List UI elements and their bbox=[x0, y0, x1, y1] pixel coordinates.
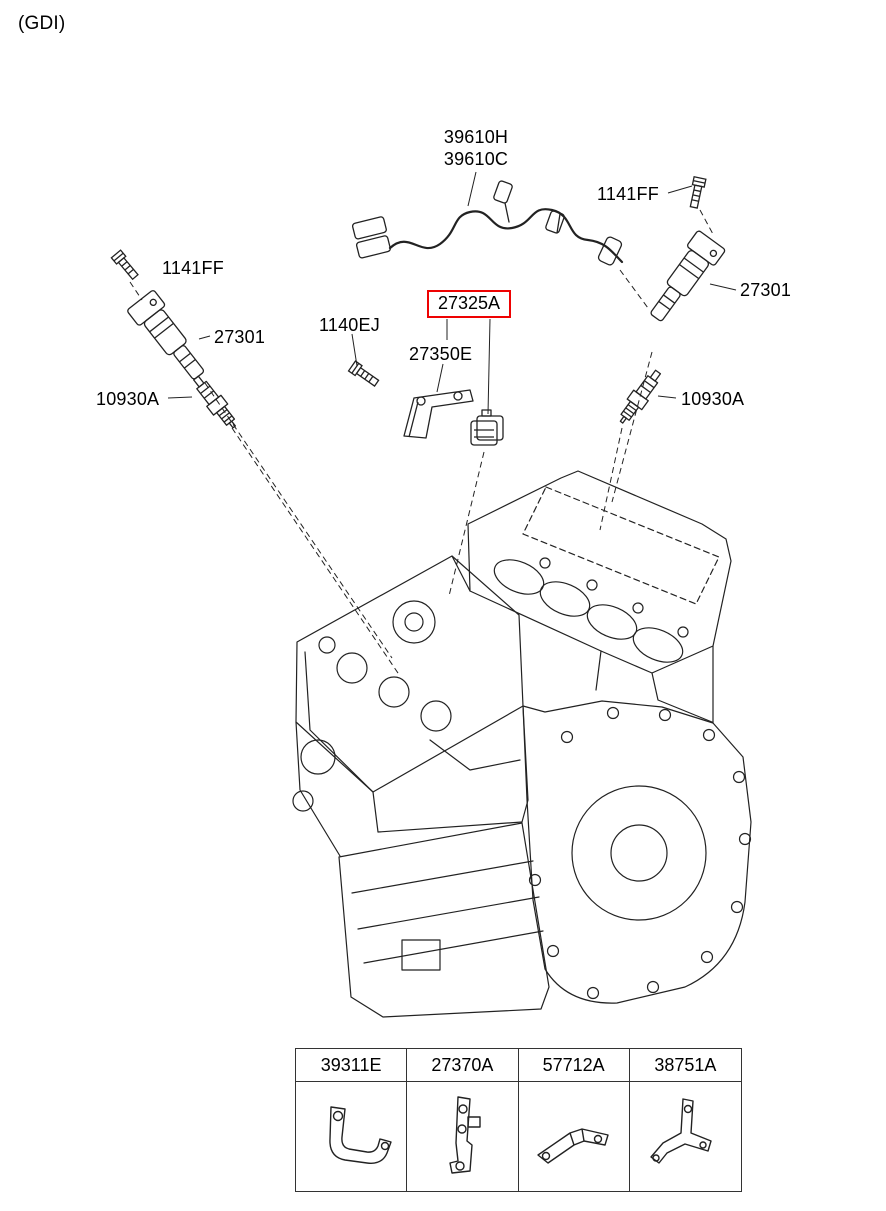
parts-table-header-27370A[interactable]: 27370A bbox=[407, 1049, 519, 1082]
condenser-art bbox=[470, 409, 504, 446]
engine-block-art bbox=[292, 470, 752, 1018]
leader-lines-dashed bbox=[129, 209, 715, 677]
curved-bracket-icon bbox=[329, 1105, 392, 1164]
callout-condenser-label: 27325A bbox=[438, 293, 501, 313]
parts-table-cell-38751A[interactable] bbox=[630, 1082, 741, 1191]
callout-spark-plug-left[interactable]: 10930A bbox=[96, 389, 160, 409]
callout-spark-plug-right[interactable]: 10930A bbox=[681, 389, 745, 409]
callout-ignition-coil-left[interactable]: 27301 bbox=[214, 327, 266, 347]
stamped-bracket-icon bbox=[536, 1127, 609, 1164]
spark-plug-right-art bbox=[613, 366, 666, 429]
callout-harness[interactable]: 39610H 39610C bbox=[444, 126, 508, 170]
tall-bracket-icon bbox=[449, 1095, 482, 1174]
variant-label: (GDI) bbox=[18, 13, 66, 34]
parts-table-header-57712A[interactable]: 57712A bbox=[518, 1049, 630, 1082]
coil-bracket-art bbox=[403, 389, 474, 439]
ignition-coil-right-art bbox=[641, 229, 727, 329]
callout-harness-line2: 39610C bbox=[443, 149, 509, 169]
callout-bolt-bracket[interactable]: 1140EJ bbox=[319, 315, 380, 335]
callout-ignition-coil-right[interactable]: 27301 bbox=[740, 280, 792, 300]
parts-table-cell-39311E[interactable] bbox=[296, 1082, 408, 1191]
parts-table-cell-27370A[interactable] bbox=[407, 1082, 519, 1191]
angle-bracket-icon bbox=[650, 1097, 713, 1164]
bolt-left-art bbox=[110, 249, 141, 282]
callout-bolt-right[interactable]: 1141FF bbox=[597, 184, 659, 204]
bolt-bracket-art bbox=[347, 360, 381, 389]
leader-lines-solid bbox=[167, 171, 737, 415]
callout-bolt-left[interactable]: 1141FF bbox=[162, 258, 224, 278]
callout-coil-bracket[interactable]: 27350E bbox=[409, 344, 473, 364]
bolt-right-art bbox=[687, 176, 707, 210]
ignition-coil-left-art bbox=[125, 288, 214, 387]
parts-table-cell-57712A[interactable] bbox=[519, 1082, 630, 1191]
parts-table: 39311E 27370A 57712A 38751A bbox=[295, 1048, 742, 1192]
spark-plug-left-art bbox=[188, 371, 242, 434]
parts-table-header-38751A[interactable]: 38751A bbox=[629, 1049, 741, 1082]
ignition-wiring-harness-art bbox=[351, 180, 624, 266]
parts-table-header-39311E[interactable]: 39311E bbox=[296, 1049, 408, 1082]
callout-condenser-highlighted[interactable]: 27325A bbox=[427, 290, 512, 318]
callout-harness-line1: 39610H bbox=[443, 127, 509, 147]
